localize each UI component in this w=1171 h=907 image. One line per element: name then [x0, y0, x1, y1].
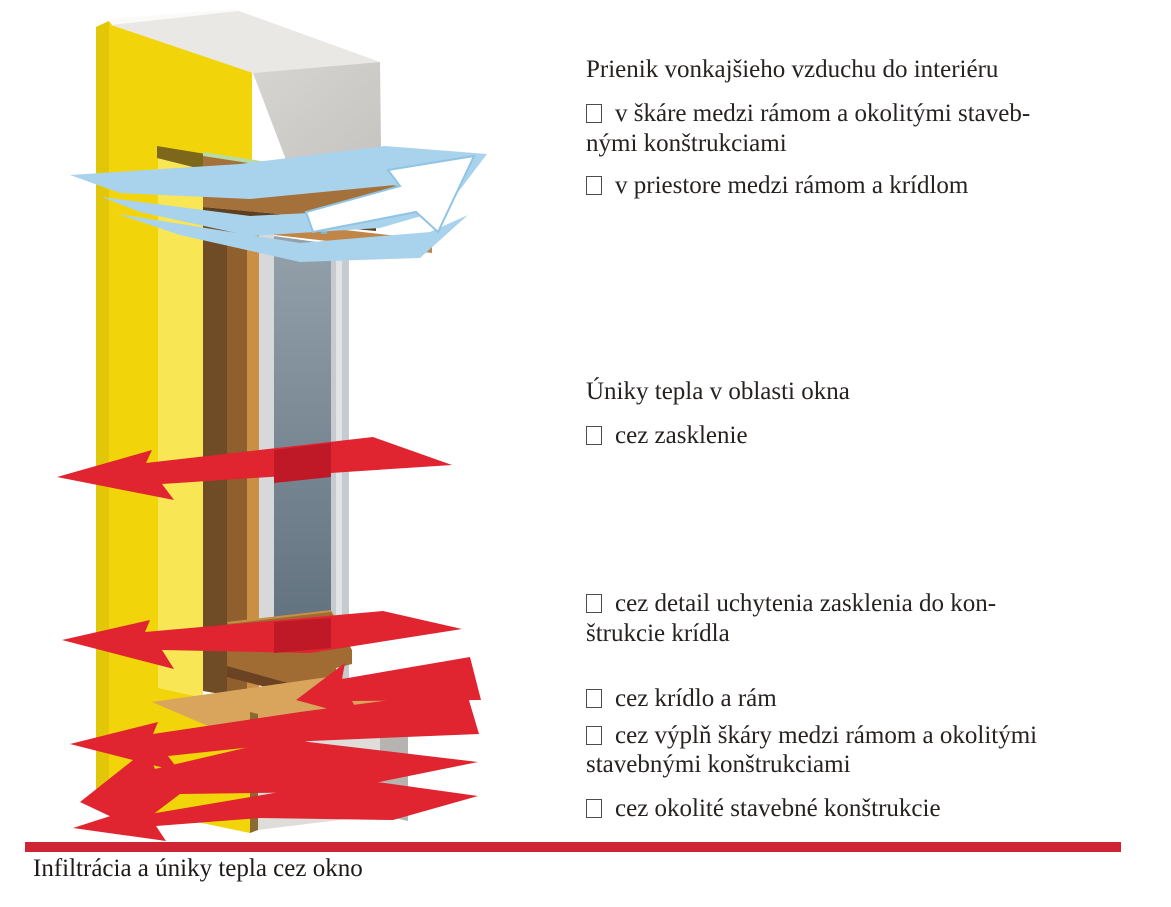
heat-arrow-wall-icon — [80, 739, 478, 828]
bullet-box-icon — [586, 689, 602, 708]
heading-infiltration: Prienik vonkajšieho vzduchu do interiéru — [586, 56, 999, 83]
window-section-illustration — [57, 9, 487, 841]
heat-arrow-structure-icon — [73, 782, 478, 841]
lintel-side-face — [253, 62, 381, 173]
list-item: cez okolité stavebné konštrukcie — [586, 794, 941, 824]
list-item: v priestore medzi rámom a krídlom — [586, 171, 968, 201]
heat-arrow-sash-fold — [274, 618, 331, 653]
bullet-box-icon — [586, 594, 602, 613]
list-item-text: cez detail uchytenia zasklenia do kon- — [615, 590, 997, 617]
air-band-mid-icon — [102, 197, 445, 236]
list-item-text: cez okolité stavebné konštrukcie — [615, 795, 941, 822]
figure-caption: Infiltrácia a úniky tepla cez okno — [33, 855, 363, 882]
heat-arrow-glazing-fold — [274, 443, 331, 483]
list-item-continuation: nými konštrukciami — [586, 130, 787, 157]
list-item: cez výplň škáry medzi rámom a okolitými — [586, 721, 1037, 751]
list-item-text: cez zasklenie — [615, 422, 748, 449]
heat-arrow-glazing-icon — [57, 437, 452, 500]
air-band-low-icon — [118, 214, 468, 262]
bullet-box-icon — [586, 726, 602, 745]
list-item-text: v priestore medzi rámom a krídlom — [615, 172, 969, 199]
heat-arrow-sash-icon — [62, 611, 462, 669]
list-item-text: v škáre medzi rámom a okolitými staveb- — [615, 100, 1031, 127]
heat-arrow-glazing-detail-icon — [296, 657, 481, 718]
list-item-continuation: stavebnými konštrukciami — [586, 751, 851, 778]
bullet-box-icon — [586, 104, 602, 123]
list-item: cez detail uchytenia zasklenia do kon- — [586, 589, 996, 619]
list-item: cez krídlo a rám — [586, 684, 777, 714]
glazing-edge — [259, 225, 274, 654]
list-item-text: cez krídlo a rám — [615, 685, 777, 712]
bullet-box-icon — [586, 426, 602, 445]
divider-rule — [25, 842, 1121, 852]
list-item-continuation: štrukcie krídla — [586, 620, 730, 647]
heading-heat-loss: Úniky tepla v oblasti okna — [586, 378, 850, 405]
list-item: v škáre medzi rámom a okolitými staveb- — [586, 99, 1030, 129]
bullet-box-icon — [586, 176, 602, 195]
list-item-text: cez výplň škáry medzi rámom a okolitými — [615, 722, 1038, 749]
insulation-panel-light-face — [158, 150, 203, 698]
heat-arrow-joint-icon — [70, 690, 479, 772]
jamb-dark — [203, 213, 227, 695]
air-arrow-white-icon — [304, 154, 476, 234]
lintel-top-face — [111, 11, 380, 73]
interior-reveal-highlight — [336, 245, 342, 705]
glass-pane — [274, 236, 331, 654]
insulation-panel-edge — [96, 21, 109, 801]
air-arrow-main-icon — [70, 146, 487, 212]
bullet-box-icon — [586, 799, 602, 818]
list-item: cez zasklenie — [586, 421, 748, 451]
